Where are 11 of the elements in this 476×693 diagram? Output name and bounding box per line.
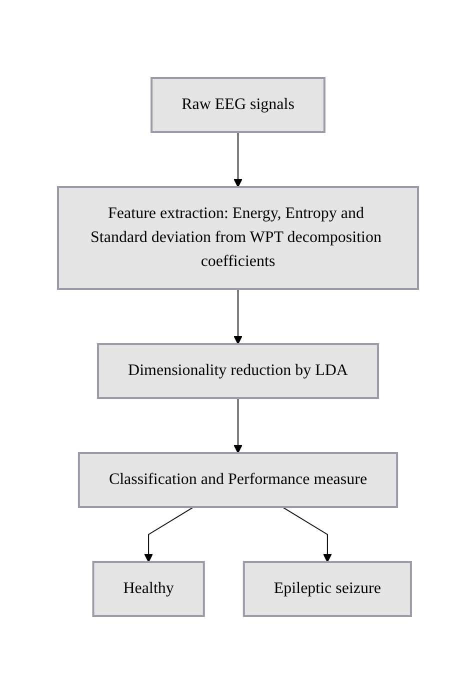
- arrow: [234, 131, 242, 187]
- node-box: Feature extraction: Energy, Entropy and Standard deviation from WPT decomposition coefficients: [57, 186, 419, 290]
- arrow: [234, 288, 242, 344]
- node-box: Healthy: [92, 560, 205, 616]
- node-box: Dimensionality reduction by LDA: [97, 342, 379, 398]
- node-box: Epileptic seizure: [242, 560, 412, 616]
- arrow: [234, 397, 242, 453]
- arrow: [282, 506, 332, 562]
- node-box: Raw EEG signals: [150, 76, 326, 132]
- node-box: Classification and Performance measure: [78, 452, 398, 508]
- arrow: [144, 506, 194, 562]
